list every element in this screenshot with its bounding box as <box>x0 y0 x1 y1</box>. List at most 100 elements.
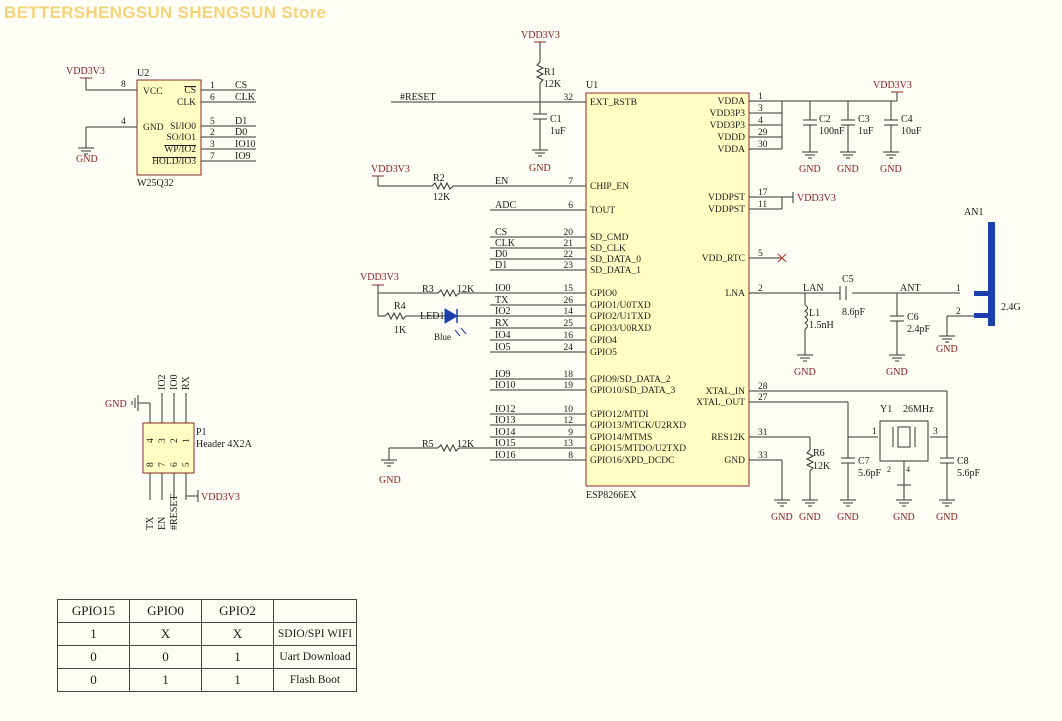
gnd-label-c8: GND <box>936 512 958 523</box>
p1-body <box>142 422 195 474</box>
an1-value: 2.4G <box>1001 302 1021 313</box>
gnd-label-c6: GND <box>886 367 908 378</box>
u1-net-label: IO2 <box>495 306 511 317</box>
u1-pin-name: GPIO15/MTDO/U2TXD <box>590 444 686 454</box>
u2-body <box>136 79 202 176</box>
u1-pin-name: GPIO14/MTMS <box>590 433 652 443</box>
p1-pin-number: 5 <box>182 462 192 467</box>
table-cell: SDIO/SPI WIFI <box>273 622 357 646</box>
u1-pin-number: 5 <box>758 249 763 259</box>
u1-pin-number: 12 <box>564 416 574 426</box>
c3-ref: C3 <box>858 114 870 125</box>
u1-pin-name: VDDPST <box>708 205 745 215</box>
gnd-label-p1: GND <box>105 399 127 410</box>
an1-pin2: 2 <box>956 307 961 317</box>
c1-value: 1uF <box>550 126 566 137</box>
gnd-label-c7: GND <box>837 512 859 523</box>
table-header-cell: GPIO2 <box>201 599 274 623</box>
p1-pin-number: 7 <box>158 462 168 467</box>
u1-net-label: RX <box>495 318 510 329</box>
u1-net-label: IO15 <box>495 438 516 449</box>
u2-net-label: IO10 <box>235 139 256 150</box>
u1-pin-name: RES12K <box>711 433 745 443</box>
table-cell: X <box>201 622 274 646</box>
u1-pin-name: EXT_RSTB <box>590 98 637 108</box>
u1-pin-number: 30 <box>758 140 768 150</box>
u1-pin-number: 7 <box>568 177 573 187</box>
gnd-label-c4: GND <box>880 164 902 175</box>
y1-pin2: 2 <box>887 465 891 474</box>
u1-pin-number: 23 <box>564 261 574 271</box>
y1-ref: Y1 <box>880 404 892 415</box>
u1-net-label: D1 <box>495 260 507 271</box>
net-lan-label: LAN <box>803 283 824 294</box>
gnd-label-y1: GND <box>893 512 915 523</box>
u1-net-label: ADC <box>495 200 516 211</box>
led1-ref: LED1 <box>420 311 444 322</box>
y1-pin3: 3 <box>933 427 938 437</box>
u1-pin-number: 3 <box>758 104 763 114</box>
u1-pin-name: VDD3P3 <box>710 121 746 131</box>
gnd-label-c2: GND <box>799 164 821 175</box>
u1-net-label: IO0 <box>495 283 511 294</box>
u1-pin-number: 4 <box>758 116 763 126</box>
u1-pin-name: VDDA <box>718 97 746 107</box>
vdd-label-r3: VDD3V3 <box>360 272 399 283</box>
u2-vcc-pin: 8 <box>121 80 126 90</box>
u1-pin-name: GPIO13/MTCK/U2RXD <box>590 421 686 431</box>
vdd-label-vddpst: VDD3V3 <box>797 193 836 204</box>
net-ant-label: ANT <box>900 283 921 294</box>
p1-pin-number: 8 <box>146 462 156 467</box>
c2-ref: C2 <box>819 114 831 125</box>
u1-body <box>585 92 750 487</box>
u2-pin-number: 2 <box>210 128 215 138</box>
u2-pin-name: SI/IO0 <box>170 122 196 132</box>
u2-net-label: CS <box>235 80 247 91</box>
store-watermark: BETTERSHENGSUN SHENGSUN Store <box>4 3 327 22</box>
u1-net-label: EN <box>495 176 508 187</box>
vdd-label-r1: VDD3V3 <box>521 30 560 41</box>
u1-pin-name: GPIO16/XPD_DCDC <box>590 456 674 466</box>
y1-pin1: 1 <box>872 427 877 437</box>
gnd-label-r6: GND <box>799 512 821 523</box>
u1-pin-number: 22 <box>564 250 574 260</box>
y1-pin4: 4 <box>906 465 910 474</box>
u1-pin-name: VDDD <box>718 133 746 143</box>
p1-pin-number: 1 <box>182 438 192 443</box>
u1-net-label: IO13 <box>495 415 516 426</box>
u2-pin-name: CS <box>184 86 196 96</box>
u1-pin-name: SD_DATA_0 <box>590 255 641 265</box>
u2-pin-number: 7 <box>210 152 215 162</box>
c2-value: 100nF <box>819 126 845 137</box>
l1-ref: L1 <box>809 308 820 319</box>
c4-value: 10uF <box>901 126 922 137</box>
p1-ref: P1 <box>196 427 207 438</box>
u2-net-label: D0 <box>235 127 247 138</box>
gnd-label-c3: GND <box>837 164 859 175</box>
u1-pin-number: 9 <box>568 428 573 438</box>
p1-pin-number: 4 <box>146 438 156 443</box>
u1-net-label: IO14 <box>495 427 516 438</box>
r5-ref: R5 <box>422 439 434 450</box>
c1-ref: C1 <box>550 114 562 125</box>
u1-pin-name: GPIO4 <box>590 336 617 346</box>
boot-mode-table: GPIO15 GPIO0 GPIO2 1 X X SDIO/SPI WIFI 0… <box>57 599 357 692</box>
c3-value: 1uF <box>858 126 874 137</box>
c4-ref: C4 <box>901 114 913 125</box>
u1-pin-number: 18 <box>564 370 574 380</box>
c7-ref: C7 <box>858 456 870 467</box>
r3-value: 12K <box>457 284 475 295</box>
table-cell: 1 <box>201 668 274 692</box>
antenna-icon <box>974 222 995 326</box>
u1-pin-name: CHIP_EN <box>590 182 629 192</box>
u1-pin-number: 25 <box>564 319 574 329</box>
p1-net-label: RX <box>181 375 192 390</box>
p1-net-label: IO0 <box>169 374 180 390</box>
table-cell: 1 <box>129 668 202 692</box>
u2-pin-name: WP/IO2 <box>164 145 196 155</box>
u1-pin-number: 8 <box>568 451 573 461</box>
gnd-symbols <box>78 147 955 507</box>
c7-value: 5.6pF <box>858 468 882 479</box>
